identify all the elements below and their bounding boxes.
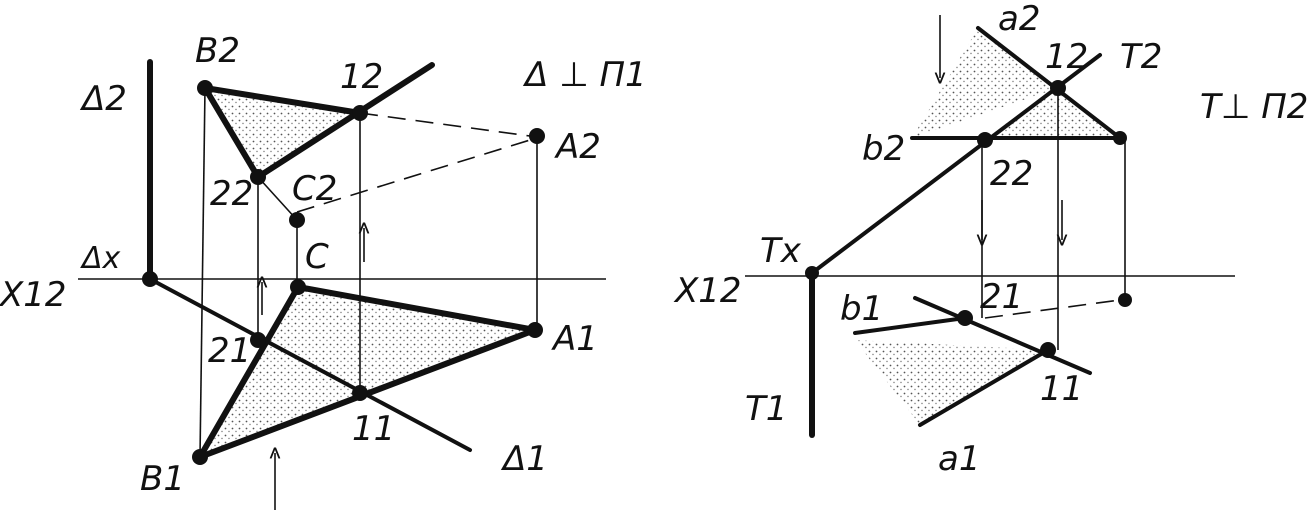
label-b1-right: b1 [840, 289, 883, 329]
point-a2-end [1113, 131, 1127, 145]
label-12-right: 12 [1045, 37, 1088, 77]
point-22 [250, 169, 266, 185]
point-21 [250, 332, 266, 348]
edge-c1-a1 [295, 284, 538, 333]
line-a1-edge [918, 348, 1050, 427]
label-a2: A2 [554, 127, 601, 167]
point-tx [805, 266, 819, 280]
line-21-11 [913, 296, 1092, 375]
label-t1: T1 [745, 389, 787, 429]
label-condition-left: Δ ⊥ Π1 [522, 55, 647, 95]
label-a2-right: a2 [998, 0, 1040, 39]
plane-front-projection-shade [912, 28, 1058, 138]
point-11 [352, 385, 368, 401]
label-x12-left: X12 [0, 275, 67, 315]
point-b2 [197, 80, 213, 96]
label-deltax: Δx [80, 241, 121, 276]
label-12-left: 12 [340, 57, 383, 97]
label-a1-right: a1 [938, 439, 980, 479]
label-t2: T2 [1120, 37, 1162, 77]
label-delta1: Δ1 [500, 439, 548, 479]
triangle-top-projection-shade [200, 287, 535, 457]
line-delta1 [148, 277, 472, 452]
plane-front-triangle-shade [985, 88, 1120, 138]
edge-c1-b1 [197, 284, 301, 460]
point-a1 [527, 322, 543, 338]
point-a1-end [1118, 293, 1132, 307]
label-c: C [305, 237, 329, 277]
edge-22-12-extended [255, 62, 435, 180]
triangle-front-projection-shade [205, 88, 360, 177]
label-tx: Tx [760, 231, 802, 271]
label-condition-right: T⊥ Π2 [1200, 87, 1308, 127]
point-11-right [1040, 342, 1056, 358]
point-a2 [529, 128, 545, 144]
plane-top-projection-shade [855, 340, 1048, 425]
edge-b2-22 [202, 85, 261, 180]
label-21-left: 21 [208, 331, 251, 371]
point-c1 [290, 279, 306, 295]
label-b1: B1 [140, 459, 185, 499]
label-22-left: 22 [210, 174, 253, 214]
label-11-left: 11 [352, 409, 395, 449]
label-x12-right: X12 [673, 271, 742, 311]
right-figure: a2 12 T2 T⊥ Π2 b2 22 Tx X12 b1 21 11 T1 … [673, 0, 1308, 479]
link-b2-b1 [199, 87, 206, 458]
label-11-right: 11 [1040, 369, 1083, 409]
label-c2: C2 [292, 169, 337, 209]
dash-21-end [984, 299, 1121, 319]
label-b2-right: b2 [862, 129, 905, 169]
label-a1: A1 [551, 319, 598, 359]
point-deltax [142, 271, 158, 287]
edge-b2-12 [202, 85, 363, 116]
point-b1 [192, 449, 208, 465]
point-c2 [289, 212, 305, 228]
dash-12-a2 [359, 112, 531, 137]
line-a2 [976, 26, 1122, 140]
edge-22-c2 [257, 176, 298, 221]
point-22-right [977, 132, 993, 148]
point-21-right [957, 310, 973, 326]
label-delta2: Δ2 [79, 79, 127, 119]
dash-c2-a2 [296, 139, 531, 213]
label-21-right: 21 [980, 277, 1023, 317]
line-b1-edge [853, 316, 967, 335]
point-12-right [1050, 80, 1066, 96]
left-figure: Δ2 B2 12 Δ ⊥ Π1 A2 22 C2 Δx C X12 21 A1 … [0, 31, 647, 510]
point-12 [352, 105, 368, 121]
label-22-right: 22 [990, 154, 1033, 194]
label-b2: B2 [195, 31, 240, 71]
